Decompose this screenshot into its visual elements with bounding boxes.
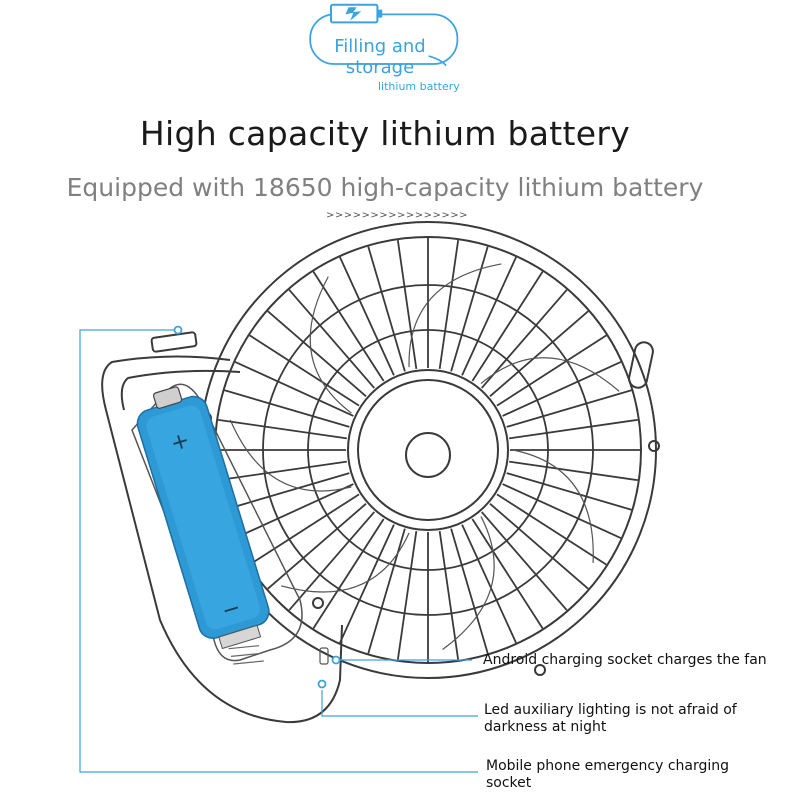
grille-spoke (288, 511, 375, 611)
grille-spoke (339, 256, 395, 376)
grille-spoke (267, 310, 367, 397)
grille-spoke (367, 246, 406, 372)
grille-spoke (249, 334, 360, 407)
grille-spoke (506, 389, 632, 428)
fan-body (101, 221, 660, 724)
grille-spoke (471, 271, 544, 382)
grille-spoke (267, 503, 367, 590)
grille-spoke (509, 460, 638, 482)
grille-spoke (450, 528, 489, 654)
grille-spoke (481, 289, 568, 389)
grille-spoke (489, 310, 589, 397)
grille-spoke (502, 483, 622, 539)
battery-compartment (131, 383, 303, 662)
grille-ring (307, 329, 549, 571)
grille-spoke (218, 460, 347, 482)
grille-spoke (509, 418, 638, 440)
grille-spoke (496, 334, 607, 407)
fan-blade (309, 276, 352, 414)
grille-spoke (471, 518, 544, 629)
grille-spoke (438, 531, 460, 660)
grille-ring (262, 284, 594, 616)
grille-spoke (339, 524, 395, 644)
callout-android-socket: Android charging socket charges the fan (483, 652, 767, 668)
grille-spoke (496, 493, 607, 566)
grille-spoke (396, 531, 418, 660)
grille-spoke (450, 246, 489, 372)
badge-subtitle: lithium battery (378, 80, 460, 93)
grille-spoke (461, 524, 517, 644)
callout-lines (79, 329, 478, 773)
grille-spoke (288, 289, 375, 389)
grille-spoke (502, 361, 622, 417)
fan-blades (229, 263, 620, 650)
badge-frame (309, 3, 459, 67)
grille-spoke (234, 361, 354, 417)
fan-blade (281, 532, 410, 593)
grille-spoke (249, 493, 360, 566)
grille-spoke (489, 503, 589, 590)
grille-spoke (218, 418, 347, 440)
grille-spoke (234, 483, 354, 539)
fan-blade (408, 263, 502, 368)
fan-blade (480, 357, 620, 392)
callout-phone-socket: Mobile phone emergency charging socket (486, 758, 730, 791)
callout-led-light: Led auxiliary lighting is not afraid of … (484, 702, 737, 735)
grille-spoke (367, 528, 406, 654)
fan-blade (442, 516, 495, 650)
fan-blade (512, 449, 594, 563)
grille-spoke (461, 256, 517, 376)
page-subheadline: Equipped with 18650 high-capacity lithiu… (66, 173, 704, 202)
arrow-divider: >>>>>>>>>>>>>>>> (326, 210, 469, 221)
grille-spoke (312, 271, 385, 382)
fan-blade (229, 419, 352, 492)
battery-cell: + − (136, 386, 270, 665)
charging-port (319, 647, 329, 665)
grille-spoke (396, 240, 418, 369)
grille-spoke (224, 472, 350, 511)
fan-grille (216, 238, 640, 662)
page-headline: High capacity lithium battery (139, 114, 631, 153)
grille-spoke (506, 472, 632, 511)
grille-spoke (224, 389, 350, 428)
grille-spoke (481, 511, 568, 611)
callout-dots (173, 325, 341, 689)
grille-spoke (312, 518, 385, 629)
badge-title: Filling and storage (334, 36, 426, 78)
grille-spoke (438, 240, 460, 369)
